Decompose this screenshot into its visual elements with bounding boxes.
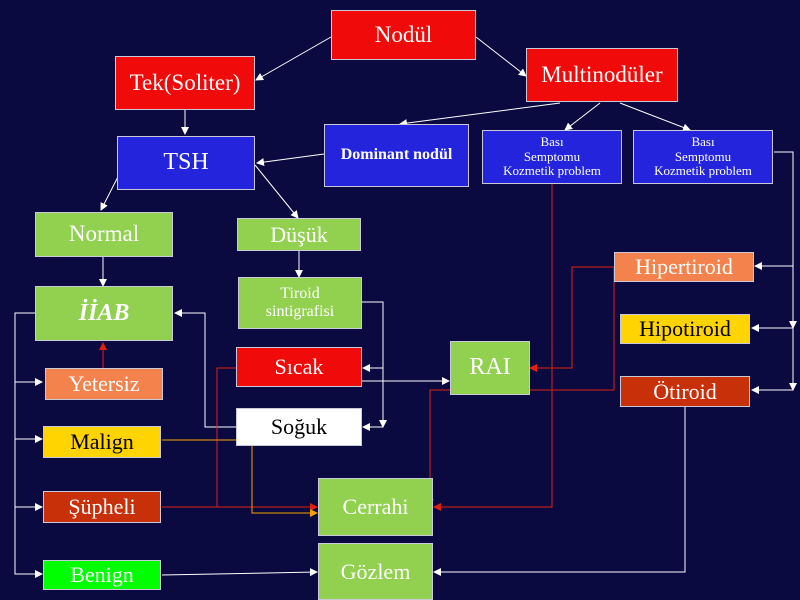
normal-label: Normal [68, 221, 140, 247]
arrow-basi2-branch [754, 151, 794, 270]
dominant-nodul-box: Dominant nodül [324, 124, 469, 187]
arrow-nodul-tek [255, 36, 332, 81]
arrow-tiroid-sicak [360, 301, 384, 372]
arrow-nodul-multi [475, 36, 527, 77]
normal-box: Normal [35, 212, 173, 257]
tek-soliter-label: Tek(Soliter) [129, 69, 241, 95]
sicak-label: Sıcak [274, 354, 324, 380]
soguk-label: Soğuk [270, 414, 328, 440]
arrow-benign-gozlem [161, 568, 318, 577]
dusuk-label: Düşük [270, 221, 328, 247]
nodul-label: Nodül [374, 21, 433, 47]
iiab-box: İİAB [35, 286, 173, 341]
arrow-iiab-left-rail [14, 312, 43, 578]
tiroid-sintigrafisi-label: Tiroid sintigrafisi [265, 284, 335, 320]
tek-soliter-box: Tek(Soliter) [115, 56, 255, 110]
nodul-box: Nodül [331, 10, 476, 60]
multinoduler-label: Multinodüler [541, 61, 663, 87]
malign-box: Malign [43, 426, 161, 458]
yetersiz-label: Yetersiz [68, 371, 140, 397]
gozlem-box: Gözlem [318, 543, 433, 600]
arrow-basi1-cerrahi [433, 184, 553, 511]
arrow-tsh-dusuk [254, 164, 299, 219]
arrow-sicak-cerrahi [216, 367, 237, 507]
arrow-hiper-rai [529, 266, 614, 372]
hipotiroid-label: Hipotiroid [639, 316, 731, 342]
otiroid-label: Ötiroid [653, 378, 717, 404]
tiroid-sintigrafisi-box: Tiroid sintigrafisi [238, 277, 362, 329]
benign-label: Benign [70, 562, 134, 588]
arrow-otiroid-gozlem [433, 407, 686, 576]
basi-label-1: Bası Semptomu Kozmetik problem [503, 133, 601, 179]
tsh-box: TSH [117, 136, 255, 190]
supheli-box: Şüpheli [43, 491, 161, 523]
arrow-multi-basi1 [564, 102, 601, 131]
cerrahi-box: Cerrahi [318, 478, 433, 536]
arrow-soguk-iiab [174, 309, 236, 428]
sicak-box: Sıcak [236, 347, 362, 387]
basi-box-2: Bası Semptomu Kozmetik problem [633, 130, 773, 184]
rai-label: RAI [469, 354, 511, 381]
soguk-box: Soğuk [236, 408, 362, 446]
gozlem-label: Gözlem [340, 558, 411, 584]
arrow-dominant-tsh [256, 153, 325, 167]
malign-label: Malign [70, 429, 134, 455]
hipertiroid-box: Hipertiroid [614, 252, 754, 282]
rai-box: RAI [450, 341, 530, 395]
multinoduler-box: Multinodüler [526, 48, 678, 102]
dusuk-box: Düşük [237, 218, 361, 251]
benign-box: Benign [43, 560, 161, 590]
iiab-label: İİAB [78, 299, 130, 326]
arrow-multi-dominant [399, 102, 561, 128]
hipertiroid-label: Hipertiroid [635, 254, 733, 280]
basi-label-2: Bası Semptomu Kozmetik problem [654, 133, 752, 179]
basi-box-1: Bası Semptomu Kozmetik problem [482, 130, 622, 184]
supheli-label: Şüpheli [68, 494, 136, 520]
arrow-multi-basi2 [619, 102, 691, 132]
dominant-nodul-label: Dominant nodül [340, 146, 453, 164]
arrow-malign-cerrahi [162, 439, 318, 517]
tsh-label: TSH [163, 149, 209, 176]
yetersiz-box: Yetersiz [45, 368, 163, 400]
hipotiroid-box: Hipotiroid [620, 314, 750, 344]
cerrahi-label: Cerrahi [342, 494, 409, 520]
otiroid-box: Ötiroid [620, 376, 750, 407]
